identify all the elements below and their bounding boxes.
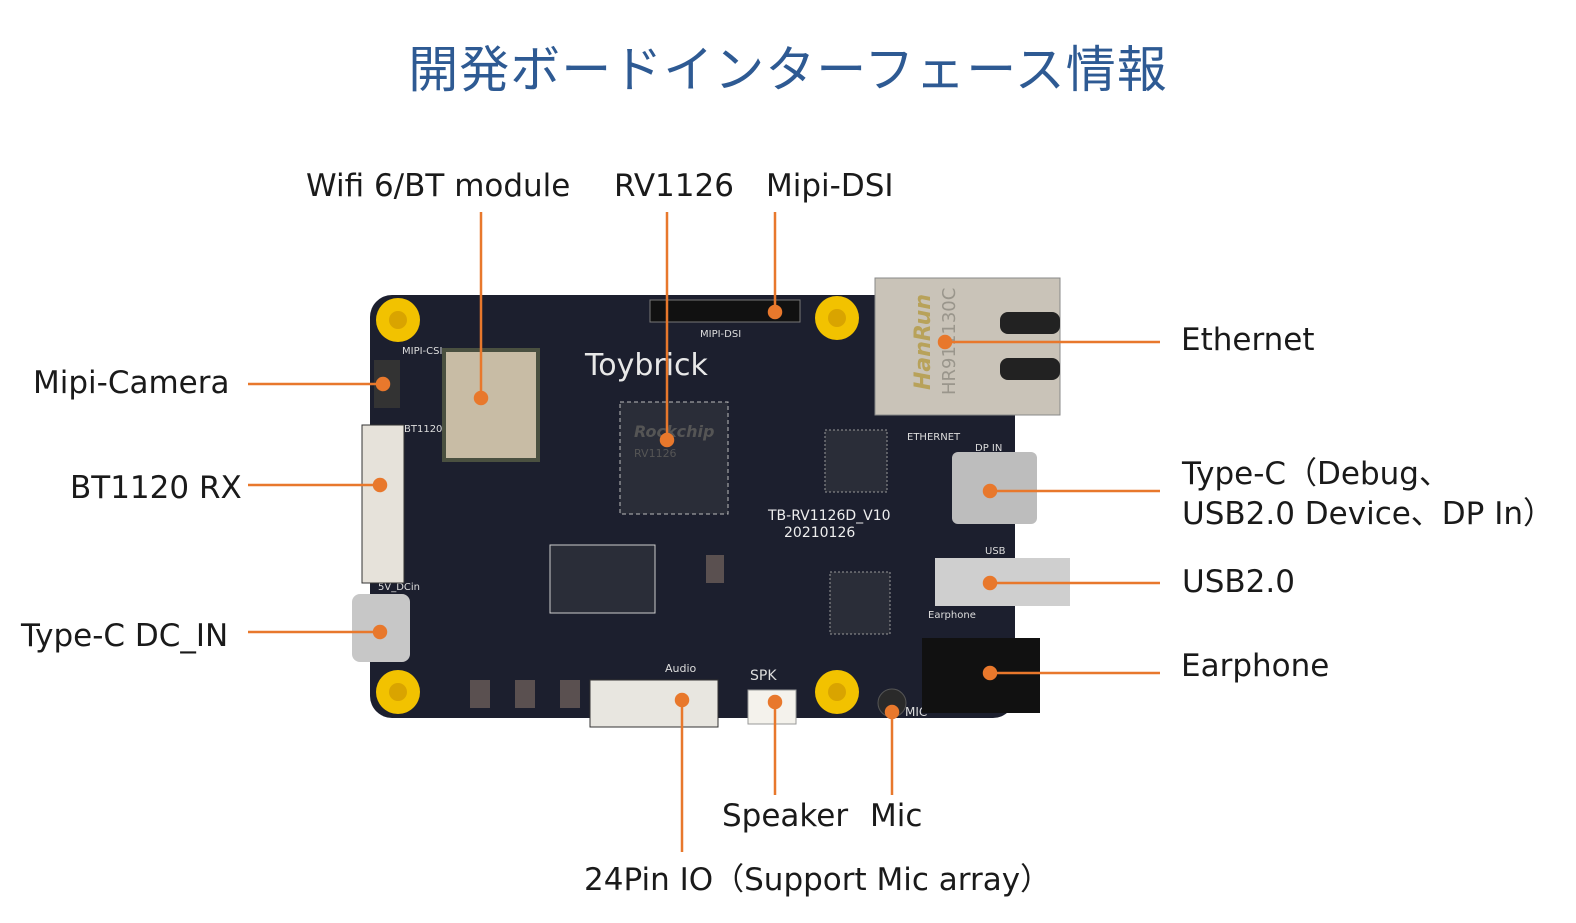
svg-text:BT1120: BT1120	[404, 424, 442, 435]
label-speaker: Speaker	[722, 798, 849, 834]
label-typec-debug-1: Type-C（Debug、	[1182, 456, 1450, 492]
svg-text:MIC: MIC	[905, 705, 927, 719]
wifi-module	[442, 348, 540, 462]
svg-text:RV1126: RV1126	[634, 447, 677, 460]
label-mipi-dsi: Mipi-DSI	[766, 168, 894, 204]
svg-text:DP IN: DP IN	[975, 443, 1002, 454]
label-wifi: Wifi 6/BT module	[306, 168, 571, 204]
label-ethernet: Ethernet	[1181, 322, 1315, 358]
soc-chip	[619, 401, 729, 515]
jack-brand: HanRun	[911, 294, 936, 390]
mipi-dsi-connector	[649, 299, 801, 323]
io-connector	[589, 679, 719, 728]
label-earphone: Earphone	[1181, 648, 1330, 684]
label-io: 24Pin IO（Support Mic array）	[584, 862, 1052, 898]
svg-text:Earphone: Earphone	[928, 610, 976, 621]
ram-chip	[549, 544, 656, 614]
label-soc: RV1126	[614, 168, 734, 204]
label-mipi-camera: Mipi-Camera	[33, 365, 230, 401]
bt1120-connector	[361, 424, 405, 584]
svg-text:USB: USB	[985, 546, 1006, 557]
board-brand: Toybrick	[584, 348, 709, 383]
svg-text:MIPI-CSI: MIPI-CSI	[402, 346, 442, 357]
svg-text:TB-RV1126D_V10: TB-RV1126D_V10	[767, 508, 891, 524]
earphone-jack	[922, 638, 1040, 713]
svg-text:MIPI-DSI: MIPI-DSI	[700, 329, 741, 340]
mounting-holes	[376, 296, 859, 714]
svg-text:ETHERNET: ETHERNET	[907, 432, 961, 443]
leader-lines	[248, 212, 1160, 852]
svg-text:20210126: 20210126	[784, 525, 855, 541]
svg-text:SPK: SPK	[750, 668, 777, 684]
svg-text:Audio: Audio	[665, 662, 697, 675]
ethernet-jack	[874, 277, 1061, 416]
label-mic: Mic	[870, 798, 923, 834]
label-typec-dc: Type-C DC_IN	[21, 618, 229, 654]
label-typec-debug-2: USB2.0 Device、DP In）	[1182, 496, 1555, 532]
label-bt1120: BT1120 RX	[70, 470, 242, 506]
label-usb: USB2.0	[1182, 564, 1295, 600]
svg-text:5V_DCin: 5V_DCin	[378, 582, 420, 593]
svg-text:Rockchip: Rockchip	[634, 422, 714, 441]
page-title: 開発ボードインターフェース情報	[408, 41, 1168, 99]
